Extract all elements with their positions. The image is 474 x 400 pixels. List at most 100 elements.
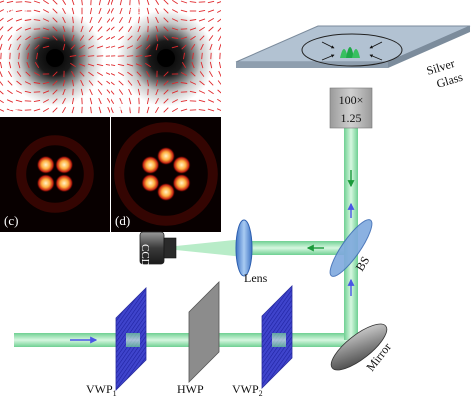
polarization-arrow — [128, 16, 132, 24]
polarization-arrow — [119, 16, 123, 24]
polarization-arrow — [218, 43, 221, 51]
polarization-arrow — [199, 80, 205, 86]
focused-beam — [176, 239, 244, 257]
vwp1-label: VWP1 — [86, 382, 117, 398]
intensity-lobes-c — [16, 135, 94, 213]
polarization-arrow — [117, 72, 125, 76]
polarization-arrow — [6, 9, 14, 13]
polarization-arrow — [88, 26, 94, 32]
polarization-arrow — [15, 18, 23, 22]
polarization-arrow — [208, 89, 214, 95]
polarization-arrow — [180, 72, 188, 76]
polarization-arrow — [111, 81, 115, 86]
polarization-arrow — [72, 79, 74, 87]
panel-b: m=-3 (b) — [111, 0, 221, 116]
polarization-arrow — [126, 63, 134, 67]
polarization-arrow — [111, 106, 114, 114]
polarization-arrow — [106, 17, 110, 23]
polarization-arrow — [8, 61, 12, 69]
polarization-arrow — [98, 0, 101, 6]
polarization-arrow — [189, 90, 197, 94]
polarization-arrow — [199, 26, 205, 32]
panel-a: m=3 (a) — [0, 0, 110, 116]
polarization-arrow — [52, 71, 58, 77]
polarization-arrow — [0, 17, 4, 22]
polarization-arrow — [218, 35, 221, 42]
polarization-arrow — [33, 36, 41, 40]
polarization-arrow — [111, 73, 116, 76]
polarization-arrow — [128, 97, 132, 105]
polarization-arrow — [119, 7, 123, 15]
polarization-arrow — [111, 26, 115, 31]
polarization-arrow — [0, 80, 4, 86]
polarization-arrow — [189, 81, 197, 85]
polarization-arrow — [107, 8, 110, 15]
polarization-arrow — [90, 106, 92, 114]
beam-through-vwp2 — [272, 333, 286, 347]
polarization-arrow — [199, 71, 205, 77]
polarization-arrow — [127, 35, 133, 41]
polarization-arrow — [172, 0, 178, 5]
polarization-arrow — [207, 0, 215, 4]
polarization-arrow — [52, 35, 58, 41]
polarization-arrow — [181, 44, 187, 50]
polarization-arrow — [106, 27, 110, 32]
polarization-arrow — [15, 99, 23, 103]
polarization-arrow — [111, 45, 116, 48]
polarization-arrow — [137, 79, 141, 87]
polarization-arrow — [189, 1, 197, 3]
polarization-arrow — [0, 26, 4, 31]
polarization-arrow — [8, 43, 12, 51]
polarization-arrow — [217, 98, 221, 103]
polarization-arrow — [190, 35, 196, 41]
polarization-arrow — [189, 27, 197, 31]
polarization-arrow — [15, 9, 23, 13]
focused-spot — [340, 47, 360, 58]
panel-b-label: (b) — [115, 98, 130, 113]
polarization-arrow — [163, 8, 169, 14]
polarization-arrow — [70, 44, 76, 50]
polarization-arrow — [78, 63, 86, 67]
polarization-arrow — [200, 43, 204, 51]
polarization-arrow — [98, 106, 102, 114]
polarization-arrow — [106, 98, 110, 104]
beam-splitter: BS — [329, 219, 373, 277]
polarization-arrow — [111, 36, 116, 40]
polarization-arrow — [146, 0, 150, 6]
polarization-arrow — [191, 61, 195, 69]
polarization-arrow — [78, 55, 86, 57]
glass-slide: Silver Glass — [235, 25, 471, 91]
polarization-arrow — [146, 106, 150, 114]
polarization-arrow — [216, 9, 221, 13]
polarization-arrow — [180, 0, 188, 4]
outer-ring — [114, 122, 218, 226]
polarization-arrow — [0, 99, 4, 104]
polarization-arrow — [24, 90, 32, 94]
polarization-arrow — [98, 16, 102, 24]
polarization-arrow — [33, 9, 41, 13]
polarization-arrow — [33, 0, 41, 4]
lens: Lens — [235, 219, 268, 285]
polarization-arrow — [7, 35, 13, 41]
polarization-arrow — [6, 108, 14, 112]
polarization-arrow — [0, 34, 3, 41]
polarization-arrow — [62, 25, 66, 33]
polarization-arrow — [52, 89, 58, 95]
polarization-arrow — [163, 26, 169, 32]
polarization-arrow — [171, 18, 179, 22]
sample-ring — [301, 33, 403, 67]
polarization-arrow — [16, 71, 22, 77]
polarization-arrow — [33, 82, 41, 84]
polarization-arrow — [7, 89, 13, 95]
polarization-arrow — [72, 16, 74, 24]
objective-na: 1.25 — [341, 111, 362, 125]
polarization-arrow — [24, 1, 32, 3]
polarization-arrow — [0, 109, 5, 112]
polarization-arrow — [118, 35, 124, 41]
polarization-arrow — [106, 80, 110, 85]
polarization-arrow — [42, 18, 50, 22]
polarization-arrow — [52, 0, 58, 5]
panel-b-order: m=-3 — [115, 1, 143, 16]
polarization-arrow — [79, 35, 85, 41]
